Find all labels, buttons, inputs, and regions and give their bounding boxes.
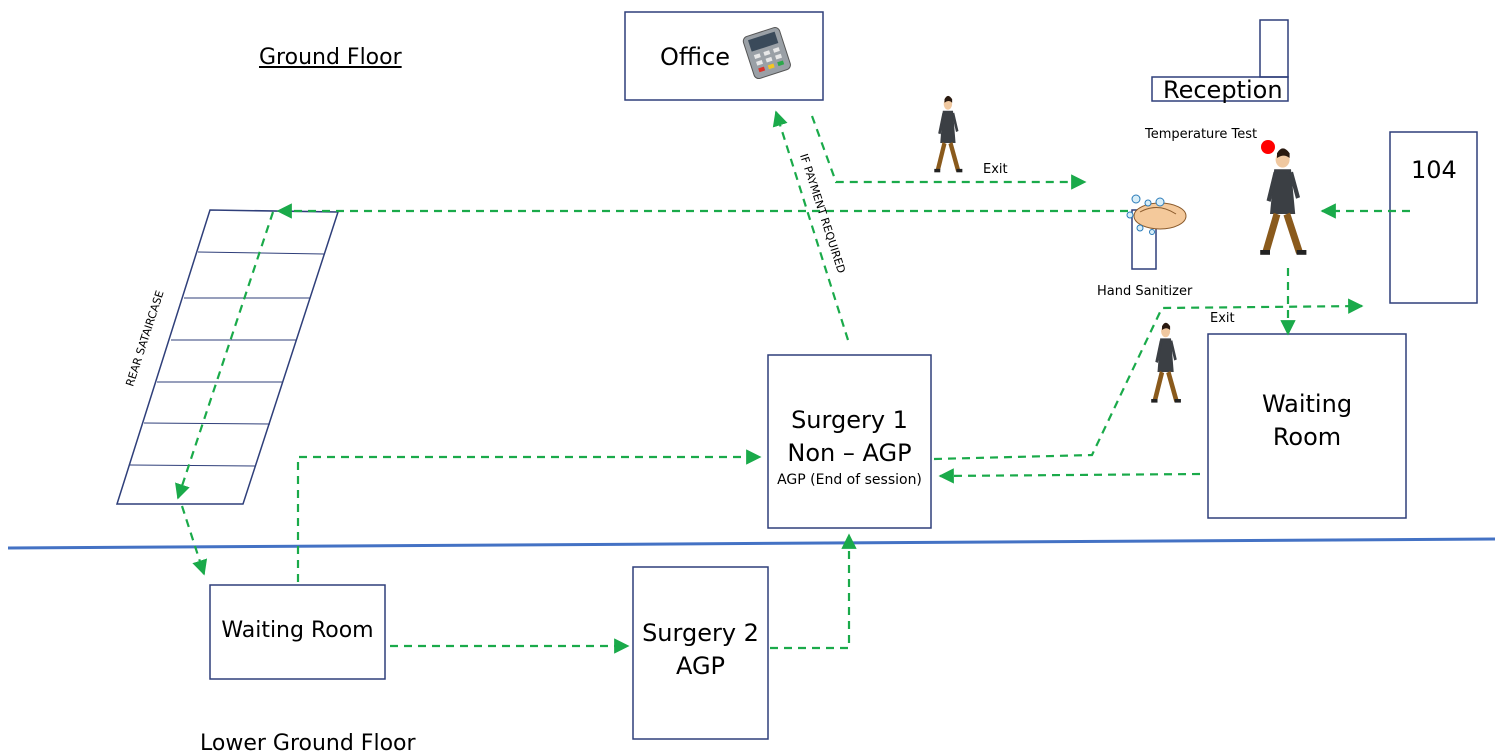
route-staircase-to-lower-waiting [180, 505, 208, 576]
route-office-to-exit [810, 115, 1087, 190]
surgery-1-label: Surgery 1 [791, 406, 908, 434]
hand-sanitizer-label: Hand Sanitizer [1097, 284, 1193, 299]
route-surgery-2-to-surgery-1 [770, 533, 857, 650]
room-104 [1389, 131, 1478, 304]
waiting-room-upper-label-line1: Waiting [1261, 390, 1353, 418]
route-surgery-1-to-exit [933, 298, 1364, 461]
office-label: Office [660, 43, 731, 71]
reception-label: Reception [1163, 76, 1283, 104]
walking-person-icon [1151, 323, 1181, 401]
waiting-room-lower [209, 584, 386, 680]
room-104-label: 104 [1411, 156, 1457, 184]
surgery-1-room [767, 354, 932, 529]
lower-ground-floor-label: Lower Ground Floor [200, 731, 416, 756]
temperature-dot-icon [1261, 140, 1275, 154]
surgery-1-type-label: Non – AGP [787, 439, 912, 467]
waiting-room-lower-label: Waiting Room [221, 618, 374, 643]
reception-desk [1151, 76, 1289, 102]
office-room [624, 11, 824, 101]
surgery-2-label: Surgery 2 [642, 619, 759, 647]
waiting-room-upper-label-line2: Room [1272, 423, 1342, 451]
walking-person-icon [1260, 148, 1306, 252]
surgery-2-room [632, 566, 769, 740]
waiting-room-upper [1207, 333, 1407, 519]
exit-label-right: Exit [1210, 311, 1235, 326]
floor-divider-line [7, 537, 1496, 550]
route-lower-waiting-to-surgery-1 [296, 449, 762, 582]
temperature-test-label: Temperature Test [1145, 127, 1258, 142]
hand-wash-icon [1126, 194, 1187, 235]
reception-desk-top [1259, 19, 1289, 78]
surgery-1-agp-note: AGP (End of session) [777, 472, 922, 488]
walking-person-icon [934, 96, 962, 171]
ground-floor-label: Ground Floor [259, 45, 402, 70]
rear-staircase [115, 209, 340, 505]
route-surgery-1-to-office [772, 110, 850, 341]
exit-label-top: Exit [983, 162, 1008, 177]
route-waiting-room-to-surgery-1 [938, 468, 1201, 484]
card-terminal-icon [742, 27, 791, 80]
surgery-2-type-label: AGP [675, 652, 726, 680]
